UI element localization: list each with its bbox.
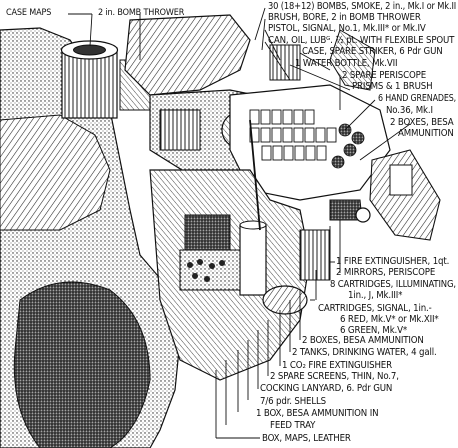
- label-tanks-water: 2 TANKS, DRINKING WATER, 4 gall.: [292, 347, 437, 358]
- gun-breech-housing: [0, 27, 181, 448]
- leader-lines: [68, 7, 411, 439]
- label-brush-bore: BRUSH, BORE, 2 in BOMB THROWER: [268, 12, 421, 23]
- label-cocking-lanyard: COCKING LANYARD, 6. Pdr GUN: [260, 383, 393, 394]
- label-cartridges-signal-1: CARTRIDGES, SIGNAL, 1in.-: [318, 303, 432, 314]
- label-boxes-besa-2: AMMUNITION: [398, 128, 454, 139]
- label-mirrors: 2 MIRRORS, PERISCOPE: [336, 267, 436, 278]
- label-cartridges-illum-2: 1in., J, Mk.III*: [348, 290, 403, 301]
- label-shells: 7/6 pdr. SHELLS: [260, 396, 327, 407]
- label-pistol-signal: PISTOL, SIGNAL, No.1, Mk.III* or Mk.IV: [268, 23, 426, 34]
- label-bomb-thrower: 2 in. BOMB THROWER: [98, 8, 185, 18]
- label-feed-tray-1: 1 BOX, BESA AMMUNITION IN: [256, 408, 379, 419]
- label-cartridges-illum-1: 8 CARTRIDGES, ILLUMINATING,: [330, 279, 456, 290]
- label-spare-periscope-1: 2 SPARE PERISCOPE: [342, 70, 426, 81]
- label-water-bottle: 1 WATER BOTTLE, Mk.VII: [295, 58, 398, 69]
- label-spare-screens: 2 SPARE SCREENS, THIN, No.7,: [270, 371, 399, 382]
- label-case-maps: CASE MAPS: [6, 8, 52, 18]
- label-spare-periscope-2: PRISMS & 1 BRUSH: [352, 81, 433, 92]
- label-hand-grenades-1: 6 HAND GRENADES,: [378, 93, 457, 104]
- label-cartridges-signal-3: 6 GREEN, Mk.V*: [340, 325, 408, 336]
- label-box-maps: BOX, MAPS, LEATHER: [262, 433, 351, 444]
- label-feed-tray-2: FEED TRAY: [270, 420, 316, 431]
- label-hand-grenades-2: No.36, Mk.I: [386, 105, 433, 116]
- label-boxes-besa-1: 2 BOXES, BESA: [390, 117, 454, 128]
- label-boxes-besa-ammo: 2 BOXES, BESA AMMUNITION: [302, 335, 424, 346]
- label-cartridges-signal-2: 6 RED, Mk.V* or Mk.XII*: [340, 314, 439, 325]
- ammunition-racks: [229, 29, 441, 241]
- label-case-spare-striker: CASE, SPARE STRIKER, 6 Pdr GUN: [302, 46, 443, 57]
- label-co2-extinguisher: 1 CO₂ FIRE EXTINGUISHER: [282, 360, 392, 371]
- label-can-oil: CAN, OIL, LUBᴳ. ½ pt. WITH FLEXIBLE SPOU…: [268, 35, 455, 46]
- label-fire-extinguisher: 1 FIRE EXTINGUISHER, 1qt.: [336, 256, 450, 267]
- label-bombs-smoke: 30 (18+12) BOMBS, SMOKE, 2 in., Mk.I or …: [268, 1, 457, 12]
